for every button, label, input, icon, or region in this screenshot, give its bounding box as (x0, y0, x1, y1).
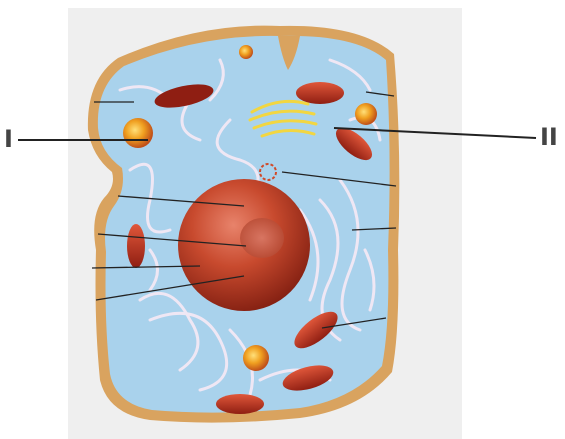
vesicle (355, 103, 377, 125)
mitochondrion (127, 224, 145, 268)
vesicle (239, 45, 253, 59)
mitochondrion (296, 82, 344, 104)
vesicle (123, 118, 153, 148)
label-ii: II (540, 123, 558, 151)
mitochondrion (216, 394, 264, 414)
vesicle (243, 345, 269, 371)
label-i: I (4, 125, 13, 153)
nucleolus (240, 218, 284, 258)
